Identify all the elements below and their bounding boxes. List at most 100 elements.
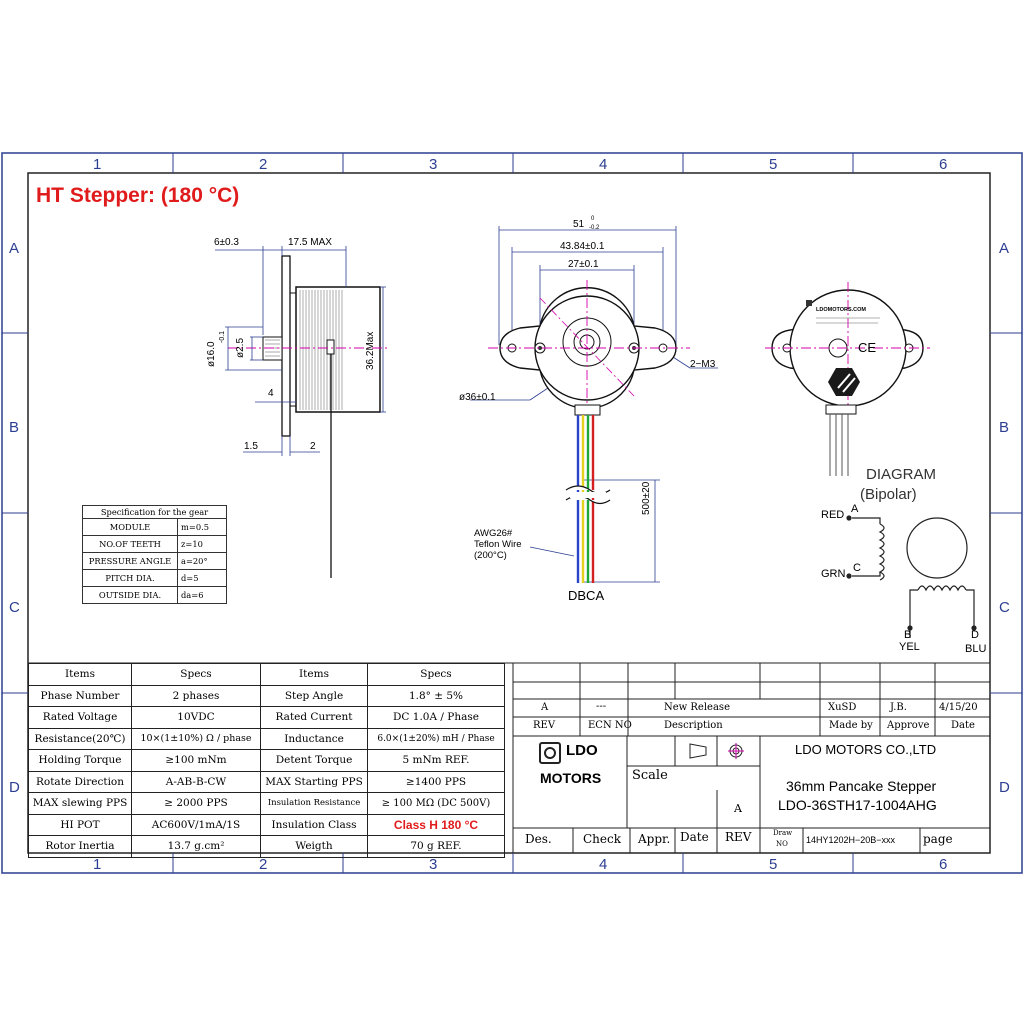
spec-item: Rated Voltage <box>28 706 132 729</box>
spec-value: 5 mNm REF. <box>367 749 505 772</box>
wire-c-label: C <box>853 562 861 574</box>
spec-value: ≥ 2000 PPS <box>131 792 261 815</box>
gear-spec-name: PRESSURE ANGLE <box>82 552 178 570</box>
spec-header-specs: Specs <box>131 663 261 686</box>
spec-item: Rated Current <box>260 706 368 729</box>
grid-col-5-bottom: 5 <box>769 856 778 873</box>
ldo-emblem <box>828 368 860 396</box>
ce-mark: CE <box>858 340 877 355</box>
grid-row-c-right: C <box>999 599 1010 616</box>
dim-500: 500±20 <box>641 481 652 515</box>
dim-d2-5: ø2.5 <box>235 337 246 358</box>
dim-d16-tol: -0.1 <box>219 330 226 343</box>
spec-value: ≥ 100 MΩ (DC 500V) <box>367 792 505 815</box>
gear-spec-value: d=5 <box>177 569 227 587</box>
grid-col-2-bottom: 2 <box>259 856 268 873</box>
dim-36-2: 36.2Max <box>365 331 376 370</box>
dim-6: 6±0.3 <box>214 237 239 248</box>
spec-item: Phase Number <box>28 684 132 707</box>
gear-spec-value: z=10 <box>177 535 227 553</box>
spec-value: 10VDC <box>131 706 261 729</box>
title-rev: A <box>734 802 742 815</box>
spec-value: A-AB-B-CW <box>131 770 261 793</box>
dim-17-5: 17.5 MAX <box>288 237 332 248</box>
spec-item: Detent Torque <box>260 749 368 772</box>
rear-label-url: LDOMOTORS.COM <box>816 307 867 313</box>
scale-label: Scale <box>632 768 668 783</box>
wire-label-temp: (200°C) <box>474 550 507 561</box>
grid-col-6: 6 <box>939 156 948 173</box>
spec-value: DC 1.0A / Phase <box>367 706 505 729</box>
draw-no-label-2: NO <box>776 840 788 848</box>
spec-item: MAX Starting PPS <box>260 770 368 793</box>
dim-4: 4 <box>268 388 274 399</box>
rev-value: A <box>541 702 549 713</box>
grid-col-2: 2 <box>259 156 268 173</box>
gear-spec-title: Specification for the gear <box>82 505 227 519</box>
company-name: LDO MOTORS CO.,LTD <box>795 742 937 757</box>
spec-item: Holding Torque <box>28 749 132 772</box>
grid-row-b: B <box>9 419 20 436</box>
dim-1-5: 1.5 <box>244 441 258 452</box>
spec-value: 1.8° ± 5% <box>367 684 505 707</box>
gear-spec-value: m=0.5 <box>177 518 227 536</box>
wire-d-label: D <box>971 629 979 641</box>
dim-2: 2 <box>310 441 316 452</box>
rev-header-rev: REV <box>533 720 556 731</box>
dim-51-tol-top: 0 <box>591 216 595 222</box>
spec-value: 70 g REF. <box>367 835 505 858</box>
spec-item: HI POT <box>28 813 132 836</box>
rev-made-by: XuSD <box>828 702 857 713</box>
spec-item: Insulation Class <box>260 813 368 836</box>
dim-d16: ø16.0 <box>206 341 217 367</box>
gear-spec-name: PITCH DIA. <box>82 569 178 587</box>
wire-red-label: RED <box>821 509 845 521</box>
spec-item: Resistance(20℃) <box>28 727 132 750</box>
grid-col-3-bottom: 3 <box>429 856 438 873</box>
grid-col-4-bottom: 4 <box>599 856 608 873</box>
wiring-title: DIAGRAM <box>866 466 937 483</box>
rev-description: New Release <box>664 702 730 713</box>
spec-value: 2 phases <box>131 684 261 707</box>
grid-row-d-right: D <box>999 779 1010 796</box>
gear-spec-name: MODULE <box>82 518 178 536</box>
title-block-grid <box>28 662 990 853</box>
spec-value: 6.0×(1±20%) mH / Phase <box>367 727 505 750</box>
front-view <box>470 226 718 583</box>
zone-dividers <box>2 153 1022 873</box>
wire-order: DBCA <box>568 588 605 603</box>
wire-label-teflon: Teflon Wire <box>474 539 522 550</box>
page-title: HT Stepper: (180 °C) <box>36 184 240 207</box>
rev-header-made-by: Made by <box>829 720 873 731</box>
rev-header-description: Description <box>664 720 723 731</box>
wire-label-awg: AWG26# <box>474 528 513 539</box>
rev-date: 4/15/20 <box>939 702 978 713</box>
spec-value: 10×(1±10%) Ω / phase <box>131 727 261 750</box>
draw-number: 14HY1202H−20B−xxx <box>806 835 896 845</box>
dim-43-84: 43.84±0.1 <box>560 241 605 252</box>
appr-label: Appr. <box>638 832 671 846</box>
rev-header-ecn: ECN NO <box>588 720 632 731</box>
dim-2m3: 2−M3 <box>690 359 716 370</box>
spec-value: AC600V/1mA/1S <box>131 813 261 836</box>
rev-label: REV <box>725 830 752 844</box>
des-label: Des. <box>525 832 552 846</box>
page-label: page <box>923 832 953 846</box>
grid-row-a-right: A <box>999 240 1010 257</box>
gear-spec-value: da=6 <box>177 586 227 604</box>
grid-col-3: 3 <box>429 156 438 173</box>
wire-a-label: A <box>851 503 859 515</box>
spec-item: MAX slewing PPS <box>28 792 132 815</box>
spec-value: 13.7 g.cm² <box>131 835 261 858</box>
grid-row-a: A <box>9 240 20 257</box>
dim-d36: ø36±0.1 <box>459 392 496 403</box>
gear-spec-name: OUTSIDE DIA. <box>82 586 178 604</box>
spec-value: ≥1400 PPS <box>367 770 505 793</box>
spec-header-items: Items <box>28 663 132 686</box>
grid-col-6-bottom: 6 <box>939 856 948 873</box>
rev-header-approve: Approve <box>887 720 930 731</box>
side-view <box>215 246 390 578</box>
